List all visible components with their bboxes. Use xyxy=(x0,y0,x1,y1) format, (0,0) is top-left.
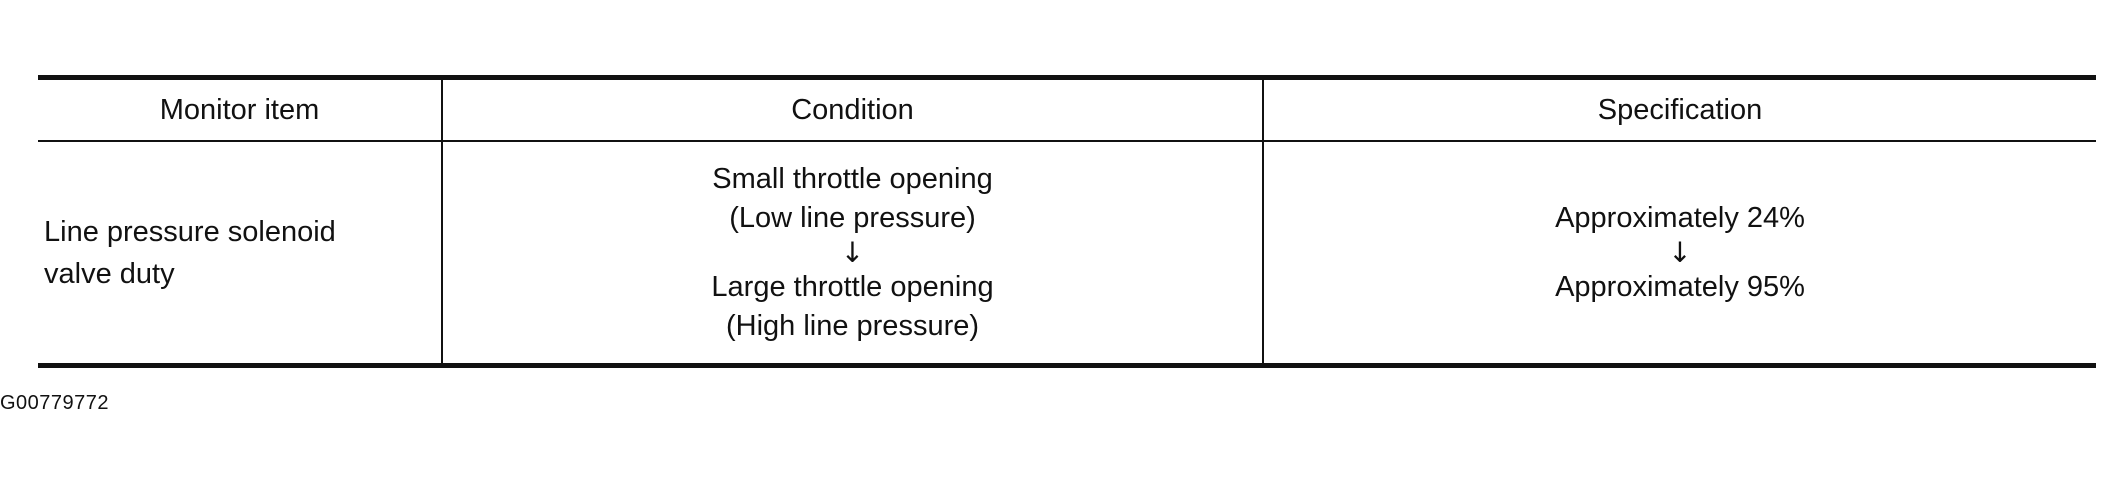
header-monitor-item: Monitor item xyxy=(38,77,442,142)
specification-line: Approximately 95% xyxy=(1555,270,1805,303)
specification-line: Approximately 24% xyxy=(1555,201,1805,234)
figure-id: G00779772 xyxy=(0,392,110,414)
header-condition: Condition xyxy=(441,77,1263,142)
condition-cell: Small throttle opening (Low line pressur… xyxy=(441,141,1263,366)
condition-line: (Low line pressure) xyxy=(729,201,976,234)
condition-line: (High line pressure) xyxy=(725,309,980,342)
down-arrow-icon: ↓ xyxy=(840,235,865,269)
monitor-item-line: valve duty xyxy=(44,257,175,290)
condition-line: Small throttle opening xyxy=(712,162,993,195)
table-row: Line pressure solenoid valve duty Small … xyxy=(38,141,2096,366)
header-row: Monitor item Condition Specification xyxy=(38,77,2096,142)
specification-cell: Approximately 24% ↓ Approximately 95% xyxy=(1262,141,2096,366)
monitor-item-cell: Line pressure solenoid valve duty xyxy=(38,141,442,366)
condition-line: Large throttle opening xyxy=(711,270,994,303)
header-specification: Specification xyxy=(1262,77,2096,142)
specification-table: Monitor item Condition Specification Lin… xyxy=(38,75,2096,368)
monitor-item-line: Line pressure solenoid xyxy=(44,215,336,248)
down-arrow-icon: ↓ xyxy=(1668,235,1692,269)
